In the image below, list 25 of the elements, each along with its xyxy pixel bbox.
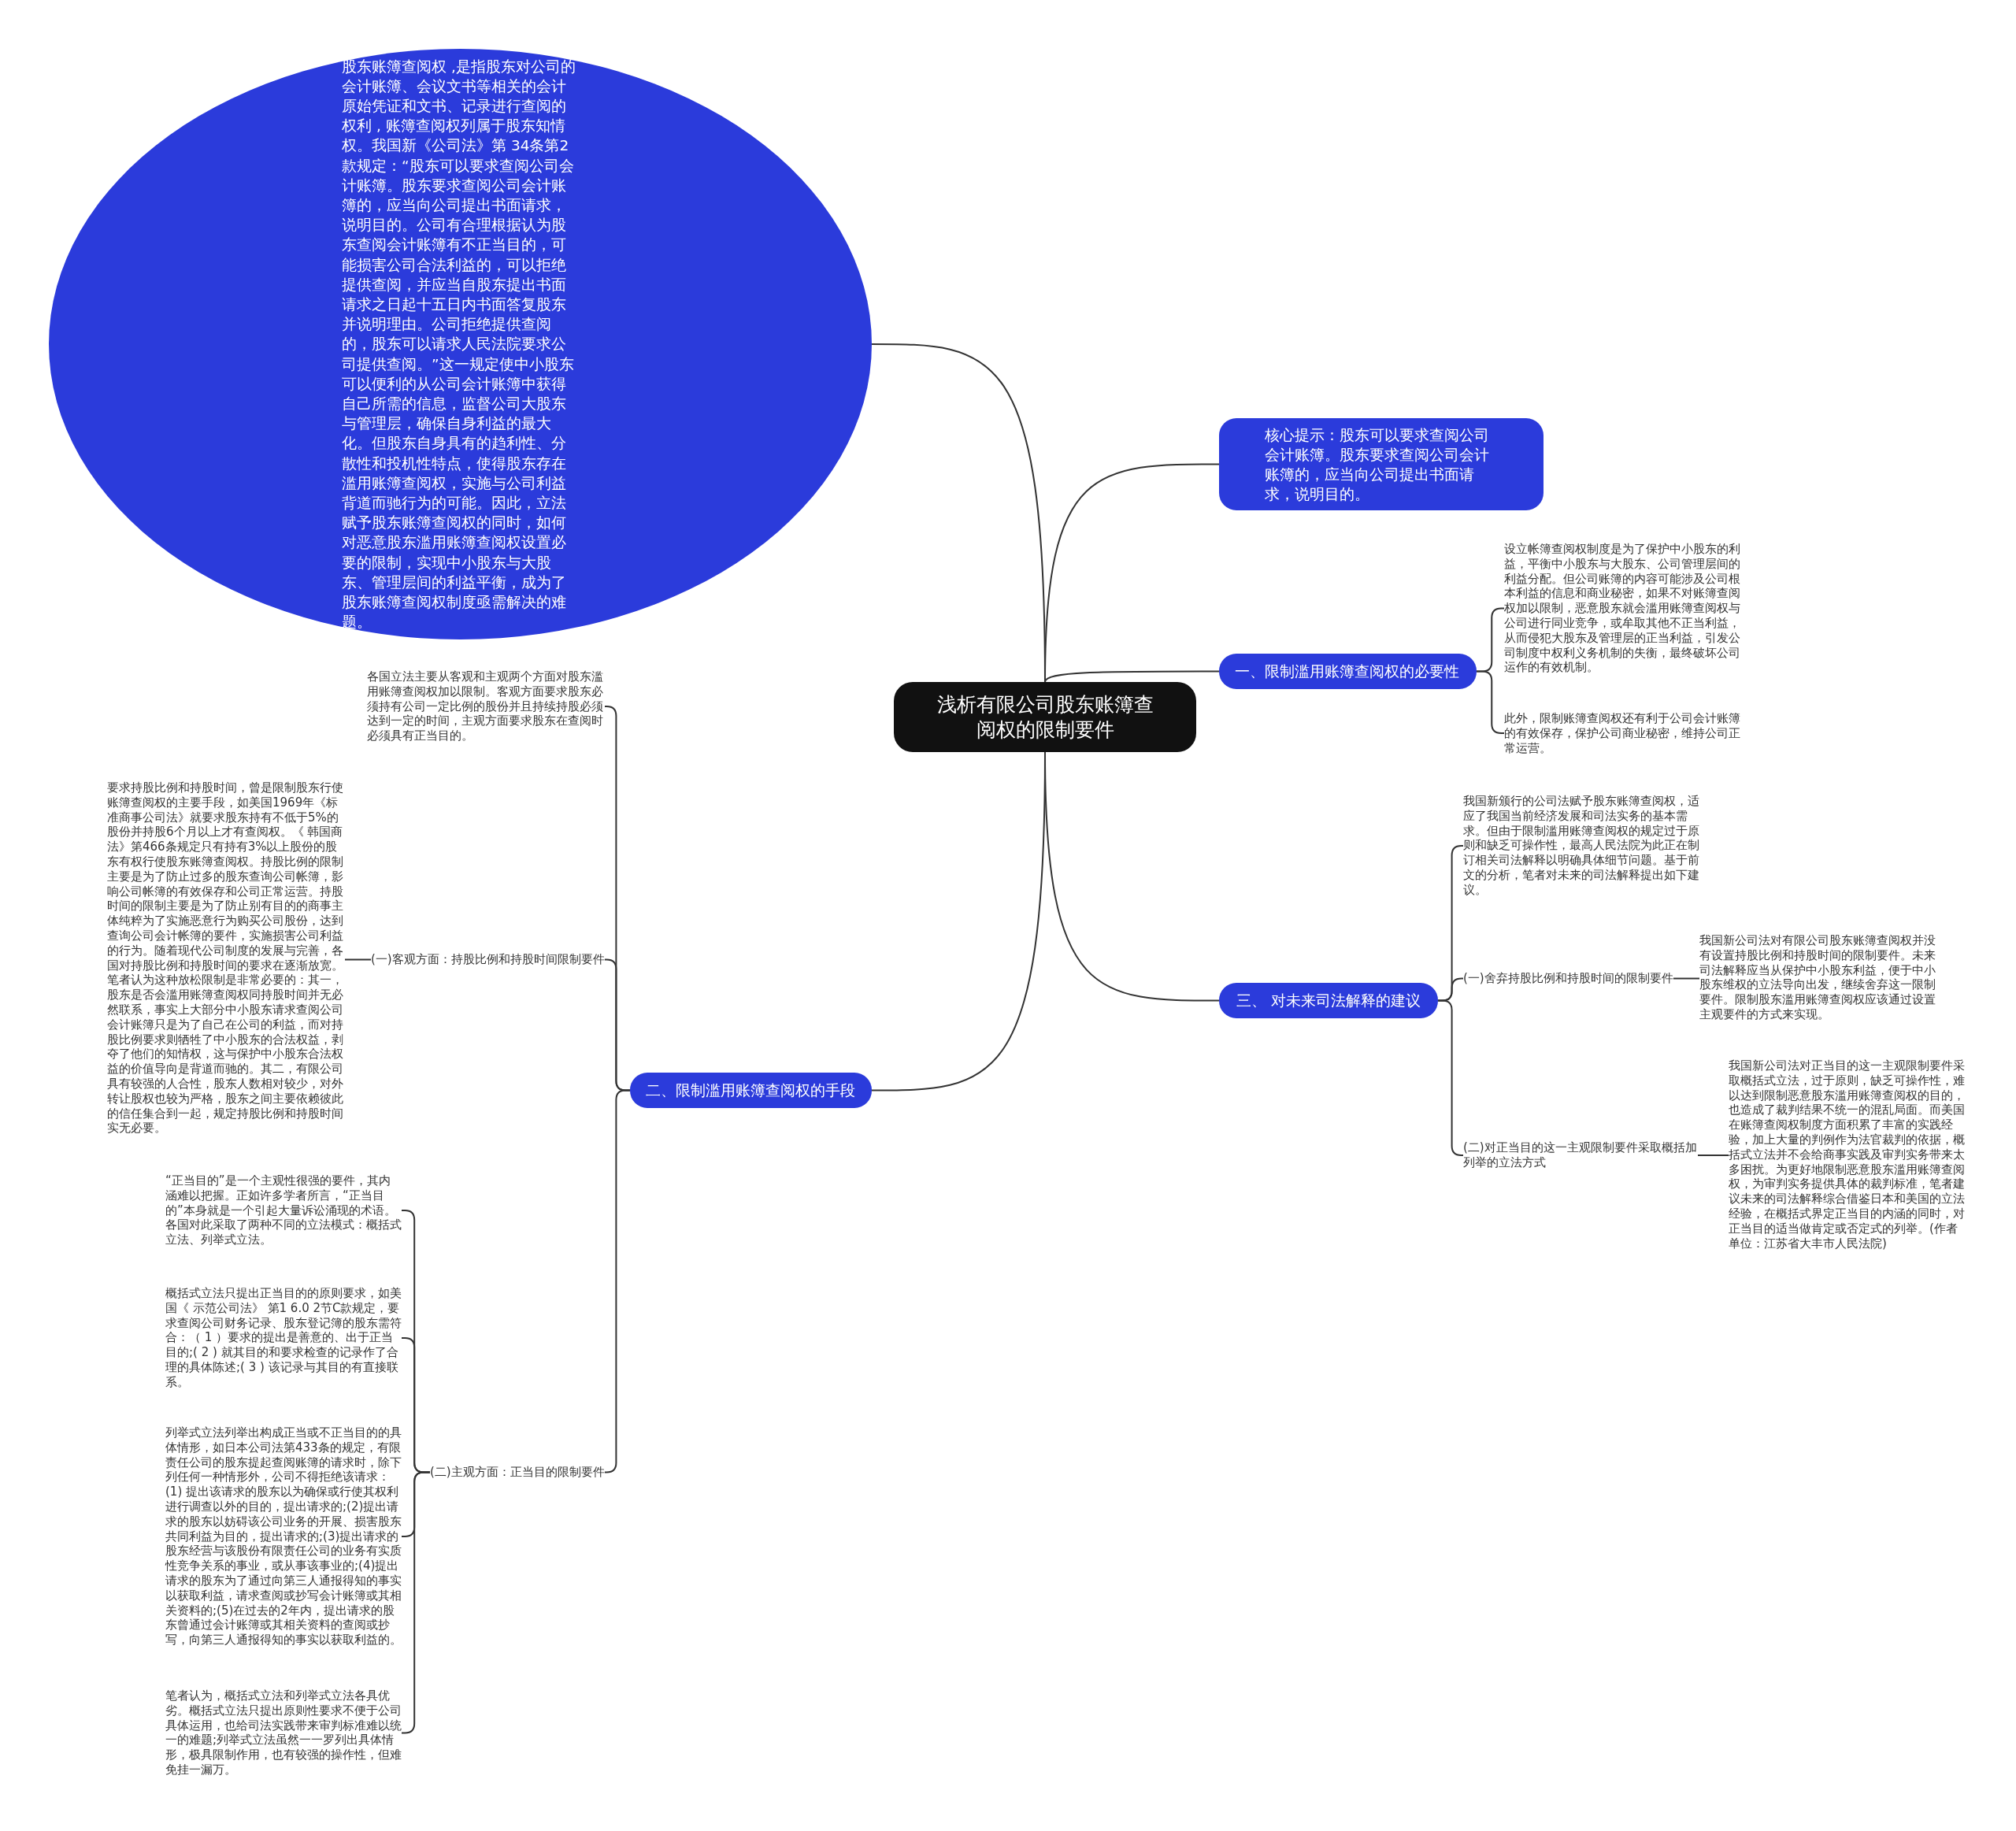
central-topic-box: 浅析有限公司股东账簿查阅权的限制要件 [894,682,1196,752]
note-text: “正当目的”是一个主观性很强的要件，其内涵难以把握。正如许多学者所言，“正当目的”本身就是一个引起大量诉讼涌现的术语。各国对此采取了两种不同的立法模式：概括式立法、列举式立法。 [165,1173,402,1247]
note-text: 要求持股比例和持股时间，曾是限制股东行使账簿查阅权的主要手段，如美国1969年《标准商事公司法》就要求股东持有不低于5%的股份并持股6个月以上才有查阅权。《 韩国商法》第466条规定只有持有3%以上股份的股东有权行使股东账簿查阅权。持股比例的限制主要是为了防止过多的股东查询公司帐簿，影响公司帐簿的有效保存和公司正常运营。持股时间的限制主要是为了防止别有目的的商事主体纯粹为了实施恶意行为购买公司股份，达到查询公司会计帐簿的要件，实施损害公司利益的行为。随着现代公司制度的发展与完善，各国对持股比例和持股时间的要求在逐渐放宽。笔者认为这种放松限制是非常必要的：其一，股东是否会滥用账簿查阅权同持股时间并无必然联系，事实上大部分中小股东请求查阅公司会计账簿只是为了自己在公司的利益，而对持股比例要求则牺牲了中小股东的合法权益，剥夺了他们的知情权，这与保护中小股东合法权益的价值导向是背道而驰的。其二，有限公司具有较强的人合性，股东人数相对较少，对外转让股权也较为严格，股东之间主要依赖彼此的信任集合到一起，规定持股比例和持股时间实无必要。 [107,780,345,1136]
connector-line [344,958,372,961]
note-text: 我国新公司法对正当目的这一主观限制要件采取概括式立法，过于原则，缺乏可操作性，难以达到限制恶意股东滥用账簿查阅权的目的，也造成了裁判结果不统一的混乱局面。而美国在账簿查阅权制度方面积累了丰富的实践经验，加上大量的判例作为法官裁判的依据，概括式立法并不会给商事实践及审判实务带来太多困扰。为更好地限制恶意股东滥用账簿查阅权，为审判实务提供具体的裁判标准，笔者建议未来的司法解释综合借鉴日本和美国的立法经验，在概括式界定正当目的内涵的同时，对正当目的适当做肯定或否定式的列举。(作者单位：江苏省大丰市人民法院) [1729,1058,1966,1251]
note-text: 此外，限制账簿查阅权还有利于公司会计账簿的有效保存，保护公司商业秘密，维持公司正常运营。 [1504,711,1742,756]
branch-topic-box: 核心提示：股东可以要求查阅公司会计账簿。股东要求查阅公司会计账簿的，应当向公司提出书面请求，说明目的。 [1219,418,1544,510]
branch-topic-box: 一、限制滥用账簿查阅权的必要性 [1219,654,1477,689]
connector-line [1044,670,1220,683]
note-text: 我国新公司法对有限公司股东账簿查阅权并没有设置持股比例和持股时间的限制要件。未来司法解释应当从保护中小股东利益，便于中小股东维权的立法导向出发，继续舍弃这一限制要件。限制股东滥用账簿查阅权应该通过设置主观要件的方式来实现。 [1699,933,1937,1022]
note-text: 笔者认为，概括式立法和列举式立法各具优劣。概括式立法只提出原则性要求不便于公司具体运用，也给司法实践带来审判标准难以统一的难题;列举式立法虽然一一罗列出具体情形，极具限制作用，也有较强的操作性，但难免挂一漏万。 [165,1688,402,1777]
note-text: 概括式立法只提出正当目的的原则要求，如美国《 示范公司法》 第1 6.0 2节C款规定，要求查阅公司财务记录、股东登记簿的股东需符合：（ 1 ）要求的提出是善意的、出于正当目的;( 2 ) 就其目的和要求检查的记录作了合理的具体陈述;( 3 ) 该记录与其目的有直接联系。 [165,1286,402,1390]
branch-topic-box: 二、限制滥用账簿查阅权的手段 [630,1073,872,1108]
note-text: 我国新颁行的公司法赋予股东账簿查阅权，适应了我国当前经济发展和司法实务的基本需求。但由于限制滥用账簿查阅权的规定过于原则和缺乏可操作性，最高人民法院为此正在制订相关司法解释以明确具体细节问题。基于前文的分析，笔者对未来的司法解释提出如下建议。 [1463,794,1701,898]
note-text: 列举式立法列举出构成正当或不正当目的的具体情形，如日本公司法第433条的规定，有限责任公司的股东提起查阅账簿的请求时，除下列任何一种情形外，公司不得拒绝该请求：(1) 提出该请求的股东以为确保或行使其权利进行调查以外的目的，提出请求的;(2)提出请求的股东以妨碍该公司业务的开展、损害股东共同利益为目的，提出请求的;(3)提出请求的股东经营与该股份有限责任公司的业务有实质性竞争关系的事业，或从事该事业的;(4)提出请求的股东为了通过向第三人通报得知的事实以获取利益，请求查阅或抄写会计账簿或其相关资料的;(5)在过去的2年内，提出请求的股东曾通过会计账簿或其相关资料的查阅或抄写，向第三人通报得知的事实以获取利益的。 [165,1425,402,1648]
connector-line [1697,1155,1729,1156]
topic-ellipse: 股东账簿查阅权 ,是指股东对公司的会计账簿、会议文书等相关的会计原始凭证和文书、记录进行查阅的权利 , 账簿查阅权列属于股东知情权。我国新《公司法》第 34条第2款规定：“股东可以要求查阅公司会计账簿。股东要求查阅公司会计账簿的，应当向公司提出书面请求，说明目的。公司有合理根据认为股东查阅会计账簿有不正当目的，可能损害公司合法利益的，可以拒绝提供查阅，并应当自股东提出书面请求之日起十五日内书面答复股东并说明理由。公司拒绝提供查阅的，股东可以请求人民法院要求公司提供查阅。”这一规定使中小股东可以便利的从公司会计账簿中获得自己所需的信息，监督公司大股东与管理层，确保自身利益的最大化。但股东自身具有的趋利性、分散性和投机性特点，使得股东存在滥用账簿查阅权，实施与公司利益背道而驰行为的可能。因此，立法赋予股东账簿查阅权的同时，如何对恶意股东滥用账簿查阅权设置必要的限制，实现中小股东与大股东、管理层间的利益平衡，成为了股东账簿查阅权制度亟需解决的难题。 [49,49,872,639]
subtopic-label: (一)舍弃持股比例和持股时间的限制要件 [1463,971,1673,986]
note-text: (二)对正当目的这一主观限制要件采取概括加列举的立法方式 [1463,1140,1698,1170]
branch-topic-box: 三、 对未来司法解释的建议 [1219,983,1438,1018]
note-text: 设立帐簿查阅权制度是为了保护中小股东的利益，平衡中小股东与大股东、公司管理层间的利益分配。但公司账簿的内容可能涉及公司根本利益的信息和商业秘密，如果不对账簿查阅权加以限制，恶意股东就会滥用账簿查阅权与公司进行同业竞争，或牟取其他不正当利益，从而侵犯大股东及管理层的正当利益，引发公司制度中权利义务机制的失衡，最终破坏公司运作的有效机制。 [1504,542,1742,676]
note-text: 各国立法主要从客观和主观两个方面对股东滥用账簿查阅权加以限制。客观方面要求股东必须持有公司一定比例的股份并且持续持股必须达到一定的时间，主观方面要求股东在查阅时必须具有正当目的。 [367,669,605,743]
subtopic-label: (二)主观方面：正当目的限制要件 [430,1465,605,1480]
subtopic-label: (一)客观方面：持股比例和持股时间限制要件 [371,952,605,967]
connector-line [1673,977,1700,980]
